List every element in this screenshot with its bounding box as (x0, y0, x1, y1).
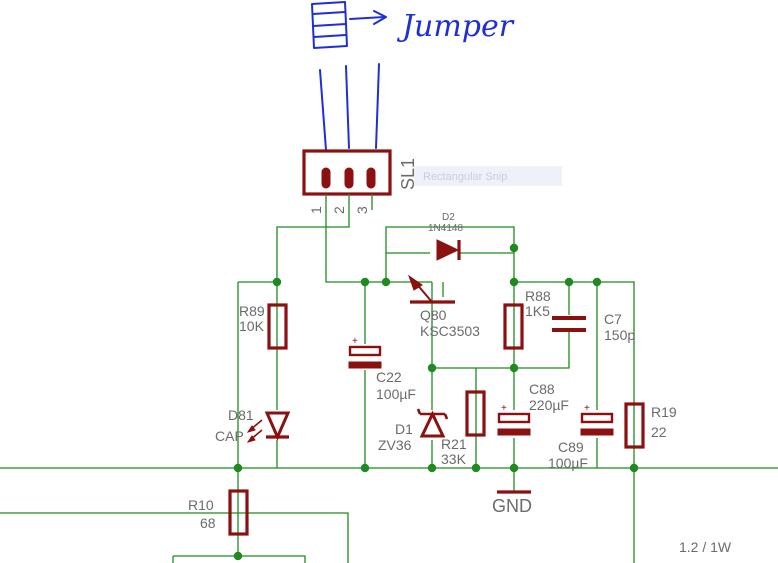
c22-name: C22 (376, 369, 402, 385)
c7-value: 150p (604, 327, 635, 343)
svg-text:+: + (501, 403, 507, 414)
pin-label-2: 2 (331, 206, 347, 214)
jumper-label: Jumper (396, 9, 515, 44)
capacitor-c22[interactable]: + (348, 336, 382, 370)
jumper-sketch (311, 1, 387, 49)
pin-label-1: 1 (308, 206, 324, 214)
capacitor-c89[interactable]: + (580, 403, 614, 438)
c88-name: C88 (529, 381, 555, 397)
connector-name: SL1 (398, 158, 418, 190)
zener-d1[interactable] (416, 408, 449, 440)
gnd-label: GND (492, 496, 532, 516)
d1-value: ZV36 (378, 437, 412, 453)
r89-value: 10K (239, 318, 265, 334)
r21-value: 33K (441, 451, 467, 467)
d81-value: CAP (215, 428, 244, 444)
wires (0, 194, 778, 563)
c88-value: 220µF (529, 397, 569, 413)
svg-text:+: + (352, 336, 358, 347)
transistor-q80[interactable] (408, 274, 455, 304)
resistor-r10[interactable] (228, 489, 249, 536)
junctions (233, 243, 639, 561)
connector-pin-1 (321, 167, 331, 189)
r89-name: R89 (239, 303, 265, 319)
d2-name: D2 (442, 212, 455, 223)
led-d81[interactable] (246, 410, 292, 443)
pin-label-3: 3 (354, 206, 370, 214)
r88-value: 1K5 (525, 303, 550, 319)
diode-d2[interactable] (430, 239, 461, 261)
resistor-r89[interactable] (267, 303, 288, 350)
jumper-annotation: Jumper (311, 1, 515, 151)
resistor-r21[interactable] (465, 390, 486, 437)
c22-value: 100µF (376, 386, 416, 402)
c89-value: 100µF (548, 455, 588, 471)
c7-name: C7 (604, 311, 622, 327)
resistor-r19[interactable] (624, 402, 645, 449)
capacitor-c88[interactable]: + (497, 403, 531, 438)
r88-name: R88 (525, 288, 551, 304)
r90-value: 1.2 / 1W (679, 539, 732, 555)
d1-name: D1 (395, 421, 413, 437)
d81-name: D81 (228, 407, 254, 423)
snip-overlay (414, 166, 562, 186)
jumper-wires (319, 63, 380, 151)
r19-name: R19 (651, 404, 677, 420)
resistor-r88[interactable] (503, 303, 524, 350)
c89-name: C89 (558, 439, 584, 455)
r10-name: R10 (188, 497, 214, 513)
snip-overlay-text: Rectangular Snip (423, 171, 507, 183)
r19-value: 22 (651, 424, 667, 440)
q80-value: KSC3503 (420, 323, 480, 339)
d2-value: 1N4148 (428, 223, 463, 234)
connector-pin-2 (344, 167, 354, 189)
svg-text:+: + (584, 403, 590, 414)
q80-name: Q80 (420, 307, 447, 323)
r21-name: R21 (441, 436, 467, 452)
capacitor-c7[interactable] (552, 315, 586, 332)
connector-body (302, 149, 392, 196)
connector-sl1[interactable] (302, 149, 392, 196)
connector-pin-3 (366, 167, 376, 189)
r10-value: 68 (200, 515, 216, 531)
